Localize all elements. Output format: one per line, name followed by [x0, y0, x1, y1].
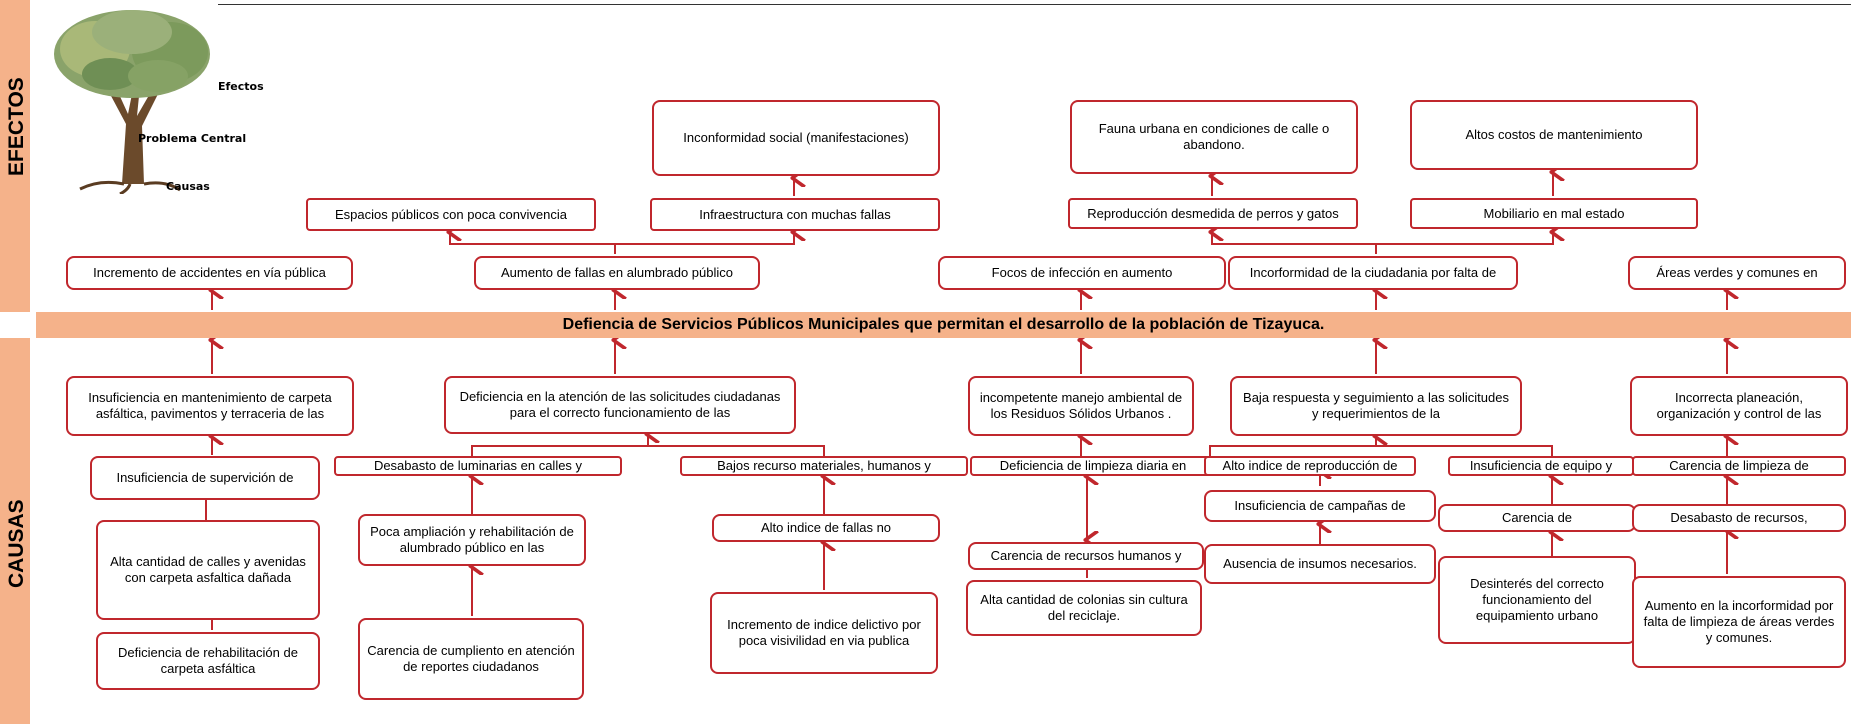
cause-box: Carencia de cumpliento en atención de re…: [358, 618, 584, 700]
cause-box: Carencia de limpieza de: [1632, 456, 1846, 476]
cause-box: Insuficiencia de campañas de: [1204, 490, 1436, 522]
effect-box: Espacios públicos con poca convivencia: [306, 198, 596, 231]
cause-box: Alto indice de fallas no: [712, 514, 940, 542]
cause-box: Ausencia de insumos necesarios.: [1204, 544, 1436, 584]
causes-band: [0, 338, 30, 724]
effect-box: Reproducción desmedida de perros y gatos: [1068, 198, 1358, 229]
cause-box: Aumento en la incorformidad por falta de…: [1632, 576, 1846, 668]
legend-causes: Causas: [166, 180, 210, 193]
cause-box: Desabasto de recursos,: [1632, 504, 1846, 532]
cause-box: Carencia de recursos humanos y: [968, 542, 1204, 570]
cause-box: Incremento de indice delictivo por poca …: [710, 592, 938, 674]
effect-box: Inconformidad social (manifestaciones): [652, 100, 940, 176]
cause-box: Insuficiencia de supervición de: [90, 456, 320, 500]
cause-box: Deficiencia en la atención de las solici…: [444, 376, 796, 434]
effect-box: Mobiliario en mal estado: [1410, 198, 1698, 229]
effect-box: Incremento de accidentes en vía pública: [66, 256, 353, 290]
cause-box: Deficiencia de limpieza diaria en: [970, 456, 1216, 476]
cause-box: Desabasto de luminarias en calles y: [334, 456, 622, 476]
effect-box: Altos costos de mantenimiento: [1410, 100, 1698, 170]
legend-central: Problema Central: [138, 132, 247, 145]
cause-box: Carencia de: [1438, 504, 1636, 532]
cause-box: Deficiencia de rehabilitación de carpeta…: [96, 632, 320, 690]
effect-box: Infraestructura con muchas fallas: [650, 198, 940, 231]
cause-box: Poca ampliación y rehabilitación de alum…: [358, 514, 586, 566]
cause-box: incompetente manejo ambiental de los Res…: [968, 376, 1194, 436]
tree-icon: [40, 4, 220, 196]
effect-box: Focos de infección en aumento: [938, 256, 1226, 290]
cause-box: Bajos recurso materiales, humanos y: [680, 456, 968, 476]
effect-box: Áreas verdes y comunes en: [1628, 256, 1846, 290]
cause-box: Desinterés del correcto funcionamiento d…: [1438, 556, 1636, 644]
cause-box: Alto indice de reproducción de: [1204, 456, 1416, 476]
cause-box: Insuficiencia de equipo y: [1448, 456, 1634, 476]
cause-box: Alta cantidad de colonias sin cultura de…: [966, 580, 1202, 636]
central-problem: Defiencia de Servicios Públicos Municipa…: [36, 312, 1851, 338]
effect-box: Incorformidad de la ciudadania por falta…: [1228, 256, 1518, 290]
cause-box: Incorrecta planeación, organización y co…: [1630, 376, 1848, 436]
cause-box: Alta cantidad de calles y avenidas con c…: [96, 520, 320, 620]
cause-box: Insuficiencia en mantenimiento de carpet…: [66, 376, 354, 436]
effect-box: Aumento de fallas en alumbrado público: [474, 256, 760, 290]
effect-box: Fauna urbana en condiciones de calle o a…: [1070, 100, 1358, 174]
legend-effects: Efectos: [218, 80, 264, 93]
header-rule: [218, 4, 1851, 5]
effects-band: [0, 0, 30, 312]
cause-box: Baja respuesta y seguimiento a las solic…: [1230, 376, 1522, 436]
